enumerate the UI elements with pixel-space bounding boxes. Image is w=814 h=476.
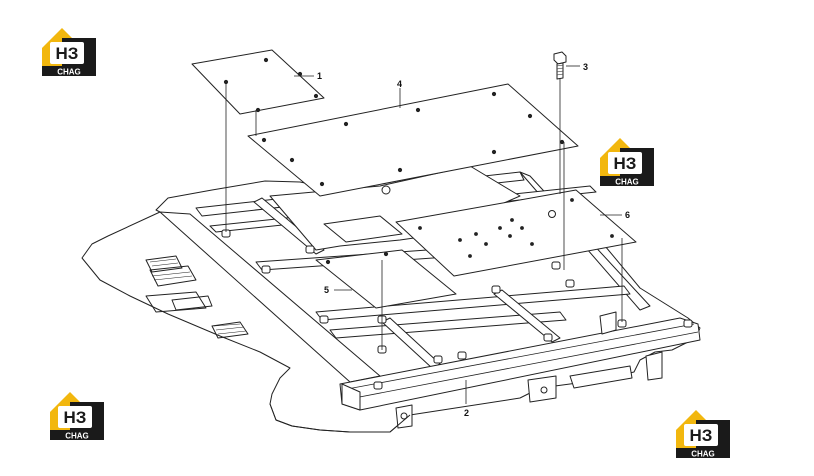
plate-6 bbox=[395, 189, 637, 277]
logo-icon: НЗ CHAG bbox=[42, 28, 96, 77]
brand-logo: НЗ CHAG bbox=[598, 134, 656, 186]
brand-logo: НЗ CHAG bbox=[40, 24, 98, 76]
svg-text:CHAG: CHAG bbox=[691, 450, 715, 459]
plate-4 bbox=[247, 83, 579, 197]
assembly-lines bbox=[225, 79, 623, 350]
logo-icon: НЗ CHAG bbox=[600, 138, 654, 187]
plate-5 bbox=[315, 249, 457, 309]
panel-opening bbox=[145, 255, 183, 273]
cross-member bbox=[329, 311, 567, 339]
bracket bbox=[569, 365, 633, 389]
brand-logo: НЗ CHAG bbox=[674, 406, 732, 458]
bracket bbox=[527, 375, 557, 403]
callout-4: 4 bbox=[397, 79, 402, 89]
bracket bbox=[395, 404, 413, 429]
svg-text:CHAG: CHAG bbox=[57, 68, 81, 77]
leader-lines bbox=[294, 65, 622, 404]
svg-text:НЗ: НЗ bbox=[690, 426, 713, 445]
front-beam-end bbox=[341, 383, 361, 411]
svg-text:CHAG: CHAG bbox=[65, 432, 89, 441]
callout-2: 2 bbox=[464, 408, 469, 418]
plate-1 bbox=[191, 49, 325, 115]
panel-opening bbox=[145, 291, 207, 313]
logo-icon: НЗ CHAG bbox=[50, 392, 104, 441]
callout-6: 6 bbox=[625, 210, 630, 220]
bracket bbox=[645, 351, 663, 381]
bracket bbox=[599, 311, 617, 335]
panel-opening bbox=[171, 295, 213, 311]
frame-bolts bbox=[221, 229, 693, 390]
svg-text:CHAG: CHAG bbox=[615, 178, 639, 187]
callout-1: 1 bbox=[317, 71, 322, 81]
svg-text:НЗ: НЗ bbox=[64, 408, 87, 427]
panel-opening bbox=[211, 321, 249, 339]
callout-3: 3 bbox=[583, 62, 588, 72]
panel-opening bbox=[149, 265, 197, 287]
svg-text:НЗ: НЗ bbox=[614, 154, 637, 173]
logo-icon: НЗ CHAG bbox=[676, 410, 730, 459]
brand-logo: НЗ CHAG bbox=[48, 388, 106, 440]
callout-5: 5 bbox=[324, 285, 329, 295]
bolt-3 bbox=[553, 51, 567, 80]
center-cutout bbox=[323, 215, 403, 243]
svg-text:НЗ: НЗ bbox=[56, 44, 79, 63]
